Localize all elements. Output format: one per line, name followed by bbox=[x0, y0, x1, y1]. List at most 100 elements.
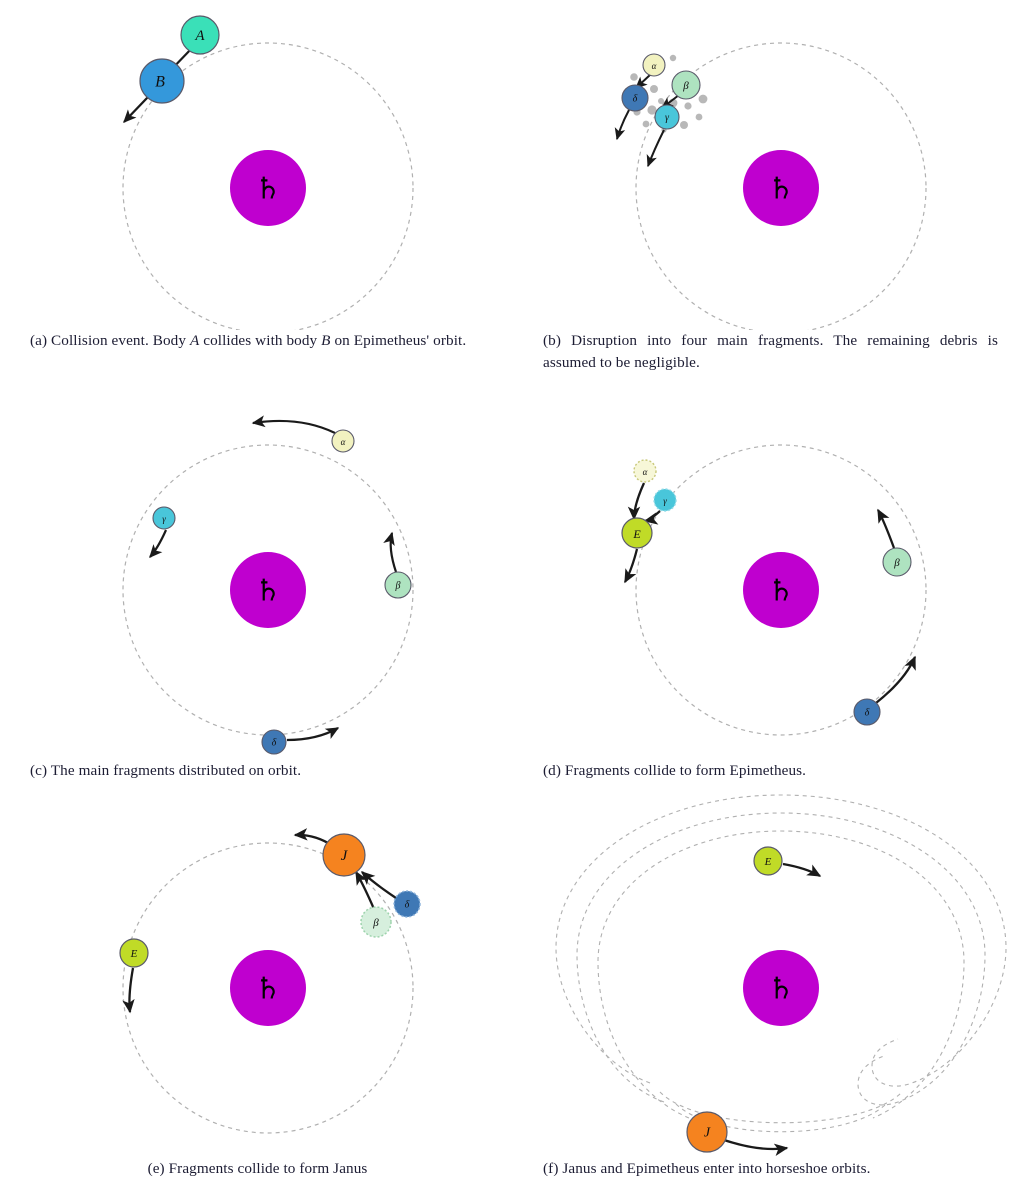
saturn-disk-f bbox=[743, 950, 819, 1026]
fragment-delta-label-d: δ bbox=[865, 708, 870, 719]
arrow-delta-c bbox=[286, 727, 340, 742]
body-E-label-e: E bbox=[130, 948, 138, 960]
debris-particle bbox=[630, 73, 638, 81]
fragment-alpha-disk-c[interactable] bbox=[331, 429, 355, 453]
body-E-label-f: E bbox=[764, 856, 772, 868]
fragment-gamma-ghost-d bbox=[653, 488, 677, 512]
caption-a: (a) Collision event. Body A collides wit… bbox=[30, 330, 485, 352]
orbit-circle-b bbox=[635, 42, 927, 330]
fragment-beta-disk-c[interactable] bbox=[384, 571, 412, 599]
fragment-alpha-disk-b[interactable] bbox=[642, 53, 666, 77]
caption-a-seg4: on Epimetheus' orbit. bbox=[330, 332, 467, 349]
saturn-symbol-b: ♄ bbox=[768, 172, 795, 207]
saturn-symbol-d: ♄ bbox=[768, 574, 795, 609]
caption-d: (d) Fragments collide to form Epimetheus… bbox=[543, 760, 998, 782]
caption-f-text: (f) Janus and Epimetheus enter into hors… bbox=[543, 1160, 871, 1177]
saturn-disk-c bbox=[230, 552, 306, 628]
fragment-delta-disk-b[interactable] bbox=[621, 84, 649, 112]
body-J-disk-f[interactable] bbox=[686, 1111, 728, 1153]
body-B-label: B bbox=[155, 74, 165, 91]
panel-b-canvas: ♄ bbox=[513, 0, 1026, 330]
panel-f-canvas: ♄ E J bbox=[513, 790, 1026, 1158]
fragment-beta-disk-d[interactable] bbox=[882, 547, 912, 577]
fragment-alpha-label-b: α bbox=[652, 61, 657, 71]
panel-c: ♄ α γ β δ bbox=[0, 392, 513, 760]
saturn-disk-e bbox=[230, 950, 306, 1026]
body-B-disk[interactable] bbox=[139, 58, 185, 104]
horseshoe-orbit-paths-f bbox=[555, 794, 1007, 1133]
horseshoe-bottom-outer bbox=[659, 1091, 903, 1124]
caption-b-text: (b) Disruption into four main fragments.… bbox=[543, 332, 998, 372]
panel-b: ♄ bbox=[513, 0, 1026, 330]
body-J-label-e: J bbox=[341, 848, 349, 864]
caption-a-seg3: B bbox=[321, 332, 331, 349]
caption-a-seg1: A bbox=[189, 332, 200, 349]
orbit-circle-d bbox=[635, 444, 927, 736]
fragment-delta-disk-c[interactable] bbox=[261, 729, 287, 755]
fragment-delta-disk-d[interactable] bbox=[853, 698, 881, 726]
saturn-disk-d bbox=[743, 552, 819, 628]
arrow-beta-motion-d bbox=[876, 508, 896, 549]
arrow-E-motion-e bbox=[122, 967, 135, 1014]
fragment-alpha-ghost-d bbox=[633, 459, 657, 483]
fragment-delta-label-e: δ bbox=[405, 900, 410, 911]
fragment-gamma-disk-b[interactable] bbox=[654, 104, 680, 130]
body-E-disk-e[interactable] bbox=[119, 938, 149, 968]
fragment-beta-ghost-e bbox=[360, 906, 392, 938]
body-J-label-f: J bbox=[704, 1126, 711, 1141]
fragment-alpha-label-c: α bbox=[341, 437, 346, 447]
body-A-disk[interactable] bbox=[180, 15, 220, 55]
fragment-gamma-label-b: γ bbox=[665, 113, 670, 124]
fragment-alpha-label-d: α bbox=[643, 467, 648, 477]
panel-d: ♄ α γ E β δ bbox=[513, 392, 1026, 760]
fragment-beta-disk-b[interactable] bbox=[671, 70, 701, 100]
fragment-delta-label-c: δ bbox=[272, 738, 277, 749]
saturn-symbol-a: ♄ bbox=[255, 172, 282, 207]
caption-d-text: (d) Fragments collide to form Epimetheus… bbox=[543, 762, 807, 779]
saturn-disk-b bbox=[743, 150, 819, 226]
debris-particle bbox=[684, 102, 692, 110]
caption-b: (b) Disruption into four main fragments.… bbox=[543, 330, 998, 375]
body-E-disk-f[interactable] bbox=[753, 846, 783, 876]
fragment-delta-label-b: δ bbox=[633, 94, 638, 105]
caption-c: (c) The main fragments distributed on or… bbox=[30, 760, 485, 782]
panel-d-canvas: ♄ α γ E β δ bbox=[513, 392, 1026, 760]
body-J-disk-e[interactable] bbox=[322, 833, 366, 877]
saturn-symbol-e: ♄ bbox=[255, 972, 282, 1007]
arrow-alpha-into-E-d bbox=[627, 482, 646, 521]
orbit-circle-e bbox=[122, 842, 414, 1134]
debris-particle bbox=[698, 94, 708, 104]
fragment-beta-label-d: β bbox=[893, 557, 900, 569]
caption-c-text: (c) The main fragments distributed on or… bbox=[30, 762, 302, 779]
arrow-E-drift-f bbox=[782, 862, 822, 877]
debris-particle bbox=[669, 54, 677, 62]
fragment-beta-label-c: β bbox=[395, 581, 401, 592]
caption-e: (e) Fragments collide to form Janus bbox=[30, 1158, 485, 1180]
fragment-delta-ghost-e bbox=[393, 890, 421, 918]
arrow-delta-motion-d bbox=[875, 655, 917, 704]
debris-particle bbox=[647, 105, 657, 115]
panel-a-canvas: ♄ B A bbox=[0, 0, 513, 330]
body-E-disk-d[interactable] bbox=[621, 517, 653, 549]
arrow-delta-into-J-e bbox=[360, 871, 397, 899]
debris-particle bbox=[650, 85, 658, 93]
debris-particle bbox=[658, 98, 664, 104]
arrow-beta-c bbox=[383, 531, 398, 573]
arrow-alpha-c bbox=[251, 415, 336, 434]
debris-particle bbox=[680, 121, 688, 129]
panel-c-canvas: ♄ α γ β δ bbox=[0, 392, 513, 760]
arrow-J-drift-f bbox=[723, 1138, 789, 1156]
caption-e-text: (e) Fragments collide to form Janus bbox=[147, 1160, 368, 1177]
arrow-gamma-b bbox=[646, 129, 665, 168]
panel-a: ♄ B A bbox=[0, 0, 513, 330]
body-E-label-d: E bbox=[632, 527, 641, 541]
saturn-symbol-f: ♄ bbox=[768, 972, 795, 1007]
saturn-symbol-c: ♄ bbox=[255, 574, 282, 609]
arrow-beta-into-J-e bbox=[355, 870, 376, 910]
horseshoe-mid-path bbox=[576, 812, 986, 1106]
horseshoe-outer-path bbox=[555, 794, 1007, 1087]
fragment-gamma-disk-c[interactable] bbox=[152, 506, 176, 530]
debris-particle bbox=[642, 120, 650, 128]
debris-particle bbox=[695, 113, 703, 121]
